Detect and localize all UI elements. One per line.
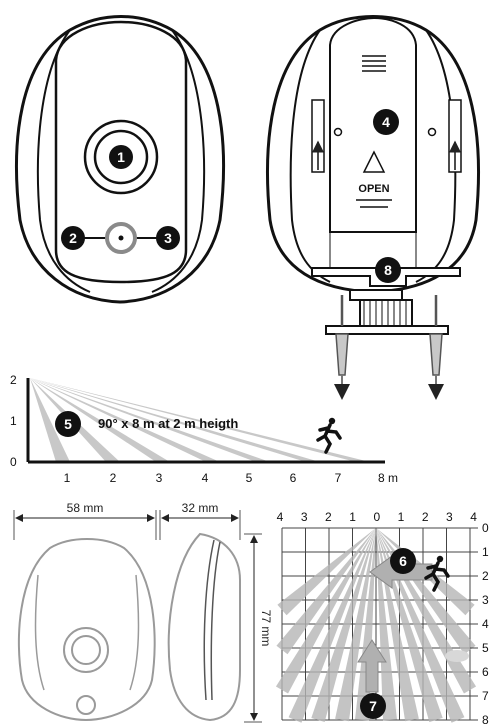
top-beam [311, 528, 376, 723]
badge-8: 8 [375, 257, 401, 283]
badge-6: 6 [390, 548, 416, 574]
motion-blur-mark [445, 650, 469, 662]
side-y-tick-1: 1 [10, 414, 17, 428]
side-beam [30, 378, 70, 462]
top-y-tick: 0 [482, 521, 489, 535]
badge-5: 5 [55, 411, 81, 437]
side-x-tick-5: 5 [246, 471, 253, 485]
top-beam [275, 528, 376, 694]
top-y-tick: 3 [482, 593, 489, 607]
back-view: OPEN [266, 15, 480, 400]
top-x-tick: 3 [446, 510, 453, 524]
side-beam [30, 378, 220, 462]
top-x-tick: 4 [277, 510, 284, 524]
svg-text:5: 5 [64, 416, 72, 432]
top-x-tick: 4 [470, 510, 477, 524]
depth-dimension-label: 32 mm [182, 501, 219, 515]
top-x-tick: 1 [398, 510, 405, 524]
svg-text:4: 4 [382, 114, 390, 130]
side-detection-chart: 0 1 2 1 2 3 4 5 6 7 8 m 90° x 8 m at 2 m… [10, 373, 398, 485]
range-caption: 90° x 8 m at 2 m heigth [98, 416, 238, 431]
frontal-movement-arrow [357, 639, 387, 693]
width-dimension-label: 58 mm [67, 501, 104, 515]
side-x-tick-4: 4 [202, 471, 209, 485]
dimension-drawings: 58 mm 32 mm 77 mm [13, 501, 273, 723]
lens-outer-ring [83, 119, 159, 195]
svg-text:1: 1 [117, 149, 125, 165]
side-beams [30, 378, 370, 462]
side-x-tick-3: 3 [156, 471, 163, 485]
running-person-icon [316, 417, 342, 454]
top-detection-chart: 4 3 2 1 0 1 2 3 4 0 1 2 3 4 5 6 7 8 [275, 510, 489, 726]
top-x-tick: 2 [422, 510, 429, 524]
badge-1: 1 [109, 145, 133, 169]
top-beam [335, 528, 376, 722]
top-y-tick: 6 [482, 665, 489, 679]
side-beam [30, 378, 170, 462]
side-x-tick-6: 6 [290, 471, 297, 485]
svg-text:7: 7 [369, 698, 377, 714]
top-y-tick: 7 [482, 689, 489, 703]
side-x-tick-1: 1 [64, 471, 71, 485]
top-y-tick: 2 [482, 569, 489, 583]
top-x-tick: 0 [373, 510, 380, 524]
front-outline [17, 538, 156, 722]
top-x-tick: 1 [349, 510, 356, 524]
svg-text:2: 2 [69, 230, 77, 246]
top-x-tick: 3 [301, 510, 308, 524]
side-beam [30, 378, 270, 462]
top-y-ticks: 0 1 2 3 4 5 6 7 8 [470, 521, 489, 726]
svg-text:3: 3 [164, 230, 172, 246]
badge-4: 4 [373, 109, 399, 135]
side-x-tick-7: 7 [335, 471, 342, 485]
top-y-tick: 8 [482, 713, 489, 726]
side-beam [30, 378, 320, 462]
side-beam [30, 378, 370, 462]
top-y-tick: 1 [482, 545, 489, 559]
badge-3: 3 [156, 226, 180, 250]
top-x-tick: 2 [325, 510, 332, 524]
height-dimension-label: 77 mm [259, 610, 273, 647]
side-x-tick-2: 2 [110, 471, 117, 485]
top-beam [355, 528, 376, 721]
wall-plug-right [429, 333, 443, 376]
top-y-tick: 5 [482, 641, 489, 655]
open-label: OPEN [358, 183, 389, 195]
top-beam [277, 528, 376, 616]
badge-7: 7 [360, 693, 386, 719]
lens-inner-ring [93, 129, 149, 185]
side-y-tick-2: 2 [10, 373, 17, 387]
running-person-top-icon [424, 555, 450, 592]
side-x-tick-8m: 8 m [378, 471, 398, 485]
top-beam [288, 528, 376, 723]
side-y-tick-0: 0 [10, 455, 17, 469]
top-x-ticks: 4 3 2 1 0 1 2 3 4 [277, 510, 478, 524]
svg-text:6: 6 [399, 553, 407, 569]
svg-text:8: 8 [384, 262, 392, 278]
badge-2: 2 [61, 226, 85, 250]
top-y-tick: 4 [482, 617, 489, 631]
top-beam [276, 528, 376, 655]
wall-plug-left [335, 333, 349, 376]
warning-triangle-icon [362, 150, 386, 173]
swivel-joint [359, 299, 413, 327]
